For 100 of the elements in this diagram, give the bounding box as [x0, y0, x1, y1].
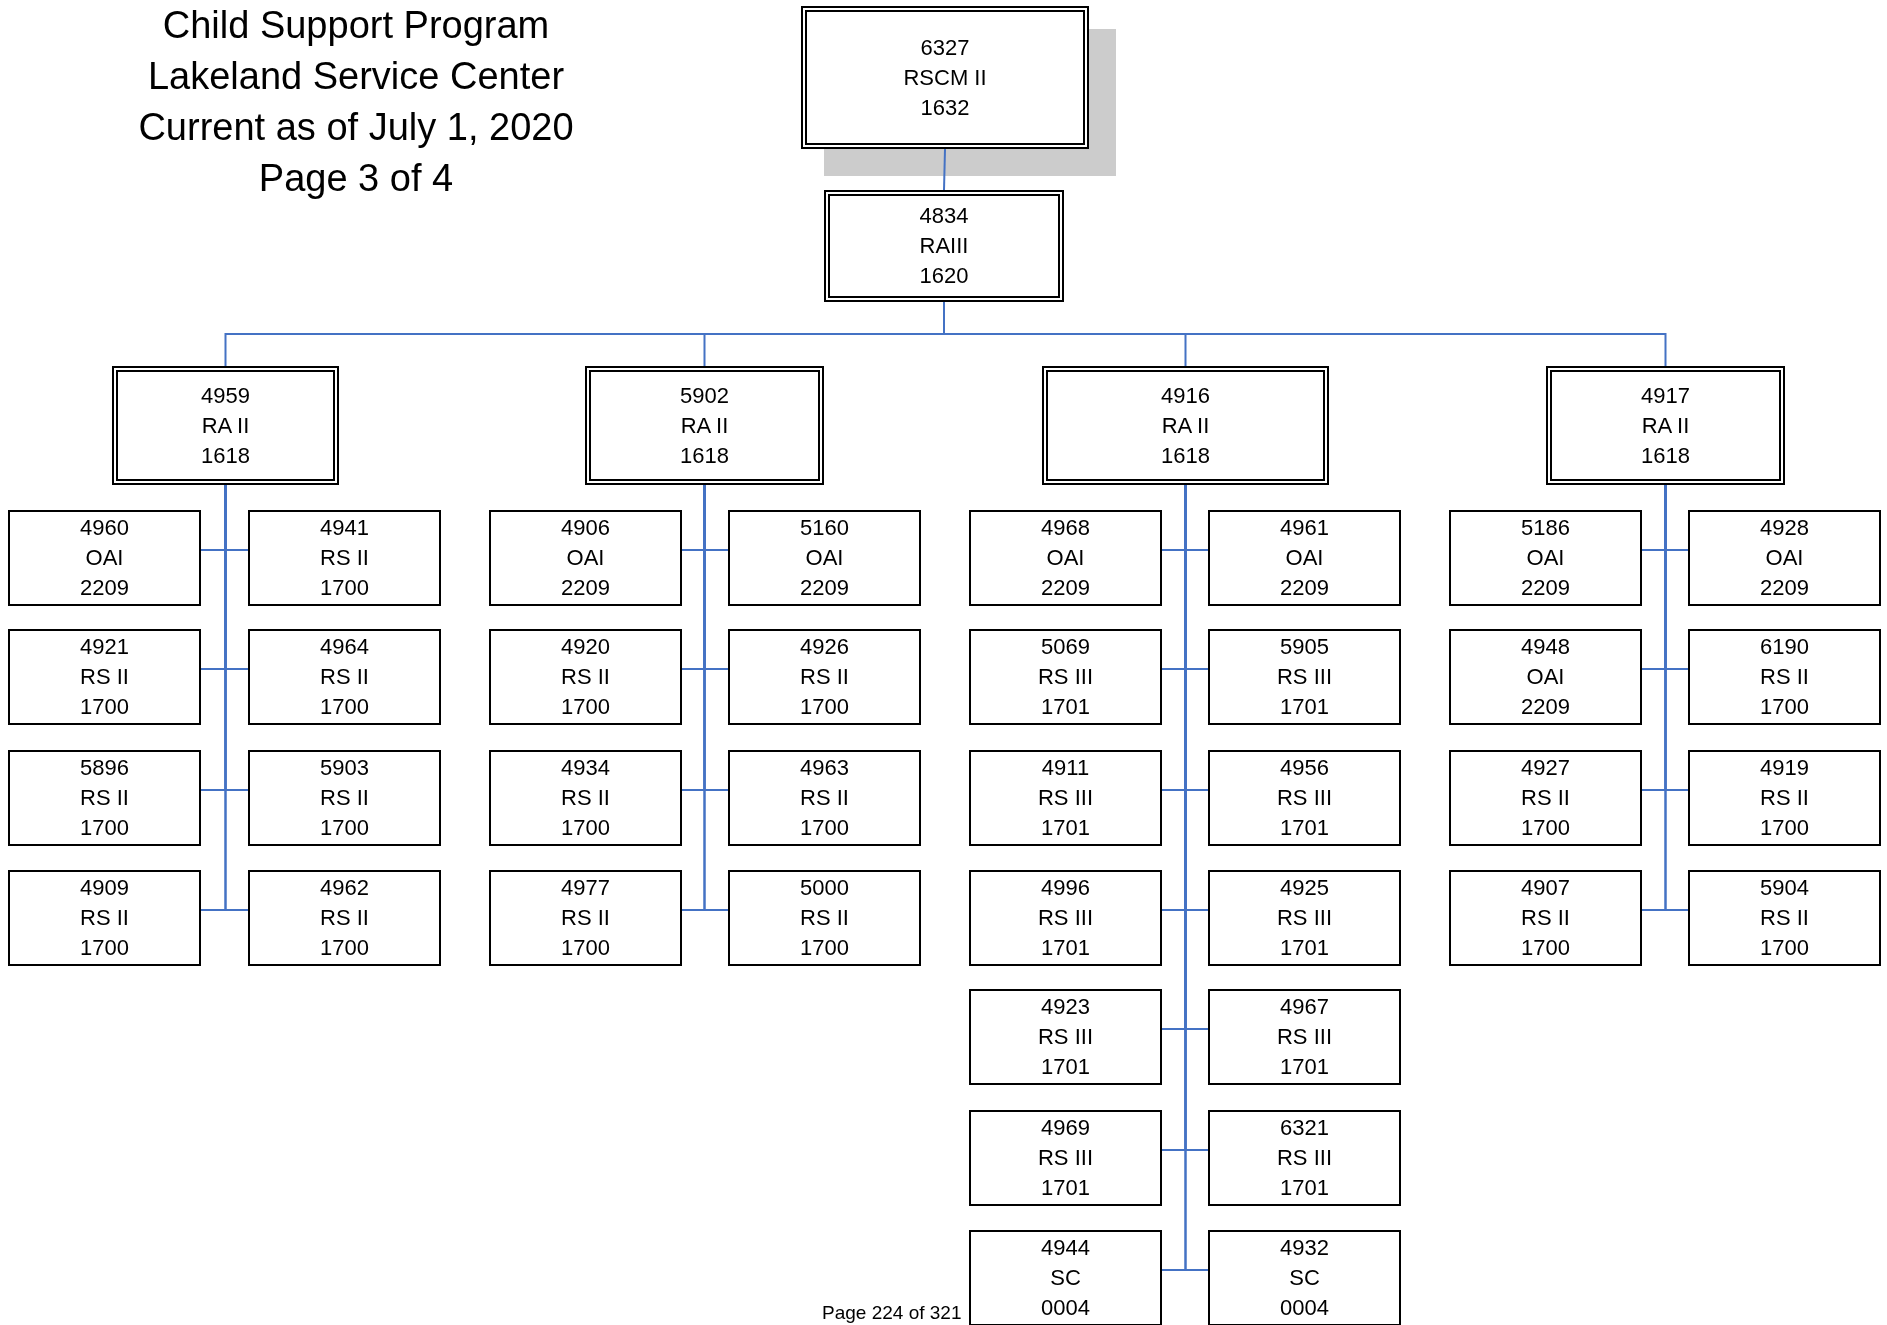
position-class: RS II: [320, 904, 369, 932]
position-class: RS II: [561, 663, 610, 691]
position-box: [1688, 870, 1881, 966]
position-number: 4925: [1280, 874, 1329, 902]
position-number: 6190: [1760, 633, 1809, 661]
position-box: [728, 629, 921, 725]
position-number: 4996: [1041, 874, 1090, 902]
position-box: [1042, 366, 1329, 485]
position-number: 4963: [800, 754, 849, 782]
position-box: [1208, 870, 1401, 966]
position-class: OAI: [805, 544, 844, 572]
pay-code: 2209: [561, 574, 610, 602]
position-number: 4968: [1041, 514, 1090, 542]
position-box: [1208, 629, 1401, 725]
pay-code: 1700: [561, 814, 610, 842]
position-box: [8, 510, 201, 606]
position-class: RS II: [80, 904, 129, 932]
position-box: [1688, 629, 1881, 725]
position-box: [112, 366, 339, 485]
position-box: [728, 870, 921, 966]
position-class: RA II: [1161, 411, 1210, 440]
position-box: [8, 629, 201, 725]
pay-code: 1700: [800, 814, 849, 842]
position-class: RS II: [1521, 784, 1570, 812]
position-number: 4928: [1760, 514, 1809, 542]
position-box: [489, 870, 682, 966]
position-number: 4920: [561, 633, 610, 661]
position-number: 4961: [1280, 514, 1329, 542]
position-number: 4969: [1041, 1114, 1090, 1142]
position-box: [248, 510, 441, 606]
position-number: 5186: [1521, 514, 1570, 542]
pay-code: 1700: [320, 814, 369, 842]
position-box: [969, 510, 1162, 606]
position-box: [248, 870, 441, 966]
position-box: [969, 870, 1162, 966]
position-number: 5902: [680, 381, 729, 410]
position-box: [1688, 510, 1881, 606]
position-box: [8, 870, 201, 966]
position-class: OAI: [1526, 544, 1565, 572]
position-box: [1208, 1110, 1401, 1206]
position-number: 4921: [80, 633, 129, 661]
pay-code: 1700: [800, 934, 849, 962]
position-class: RS II: [800, 663, 849, 691]
position-box: [824, 190, 1064, 302]
pay-code: 1701: [1041, 814, 1090, 842]
position-box: [1449, 629, 1642, 725]
pay-code: 1701: [1280, 934, 1329, 962]
page-footer: Page 224 of 321: [822, 1302, 962, 1324]
position-number: 4941: [320, 514, 369, 542]
pay-code: 1701: [1041, 934, 1090, 962]
pay-code: 1700: [561, 934, 610, 962]
pay-code: 2209: [80, 574, 129, 602]
position-class: RS II: [1521, 904, 1570, 932]
pay-code: 1700: [320, 574, 369, 602]
position-class: OAI: [566, 544, 605, 572]
position-box: [1546, 366, 1785, 485]
position-class: RS II: [320, 544, 369, 572]
position-class: RAIII: [919, 232, 969, 260]
pay-code: 1700: [1760, 693, 1809, 721]
pay-code: 1700: [80, 693, 129, 721]
pay-code: 1618: [201, 441, 250, 470]
position-box: [1208, 510, 1401, 606]
position-class: SC: [1289, 1264, 1320, 1292]
position-class: RS II: [80, 663, 129, 691]
position-box: [728, 510, 921, 606]
position-class: RS II: [561, 904, 610, 932]
pay-code: 1700: [1760, 814, 1809, 842]
connector-line: [943, 148, 946, 191]
position-class: RS II: [800, 784, 849, 812]
position-box: [1208, 989, 1401, 1085]
chart-title: Child Support Program Lakeland Service Center Current as of July 1, 2020 Page 3 of 4: [137, 3, 575, 201]
pay-code: 1700: [1521, 814, 1570, 842]
position-class: RS III: [1038, 1144, 1093, 1172]
position-number: 5896: [80, 754, 129, 782]
pay-code: 1700: [561, 693, 610, 721]
position-class: OAI: [1765, 544, 1804, 572]
position-class: RA II: [201, 411, 250, 440]
position-box: [969, 1110, 1162, 1206]
pay-code: 1701: [1280, 814, 1329, 842]
position-box: [8, 750, 201, 846]
pay-code: 1700: [80, 814, 129, 842]
pay-code: 1701: [1280, 693, 1329, 721]
position-number: 4926: [800, 633, 849, 661]
position-box: [1449, 870, 1642, 966]
position-number: 4907: [1521, 874, 1570, 902]
position-class: RS II: [80, 784, 129, 812]
position-class: RS III: [1277, 1023, 1332, 1051]
position-class: RA II: [1641, 411, 1690, 440]
position-number: 4919: [1760, 754, 1809, 782]
pay-code: 1701: [1280, 1174, 1329, 1202]
position-class: OAI: [85, 544, 124, 572]
position-class: RA II: [680, 411, 729, 440]
position-number: 6327: [920, 33, 970, 62]
position-box: [969, 1230, 1162, 1325]
position-class: SC: [1050, 1264, 1081, 1292]
position-number: 4834: [919, 202, 969, 230]
position-class: RS II: [1760, 784, 1809, 812]
position-class: RS II: [561, 784, 610, 812]
pay-code: 2209: [1521, 574, 1570, 602]
pay-code: 1701: [1041, 1174, 1090, 1202]
